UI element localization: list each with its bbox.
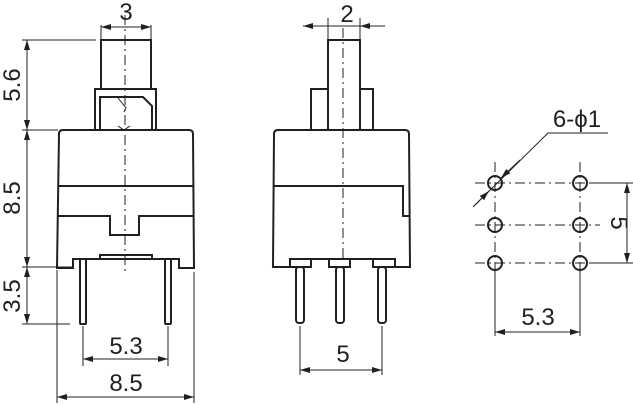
hole — [487, 217, 503, 233]
dim-row-span: 5 — [605, 216, 632, 229]
dim-plunger-width: 3 — [119, 0, 132, 26]
plunger — [100, 39, 152, 90]
dim-body-height: 8.5 — [0, 181, 26, 214]
hole — [487, 255, 503, 271]
dim-pin-span: 5 — [336, 341, 349, 368]
pin-2 — [335, 266, 345, 324]
dim-pin-pitch: 5.3 — [109, 333, 142, 360]
dim-column-pitch: 5.3 — [521, 304, 554, 331]
stem — [327, 39, 361, 131]
hole — [572, 217, 588, 233]
body — [271, 129, 412, 268]
pin-right — [164, 258, 172, 325]
dim-plunger-height: 5.6 — [0, 68, 26, 101]
pin-3 — [377, 266, 387, 324]
dim-stem-width: 2 — [340, 1, 353, 28]
side-view: 2 5 — [271, 1, 412, 375]
hole — [572, 175, 588, 191]
dim-body-width: 8.5 — [109, 370, 142, 397]
hole — [487, 175, 503, 191]
hole-label: 6-ϕ1 — [553, 106, 601, 133]
dim-pin-length: 3.5 — [0, 279, 26, 312]
pcb-hole-layout: 6-ϕ1 5 5.3 — [472, 106, 633, 336]
body — [55, 129, 196, 269]
hole — [572, 255, 588, 271]
pin-1 — [295, 266, 305, 324]
pin-left — [79, 258, 87, 325]
front-view: 3 5.6 8.5 3.5 5.3 8.5 — [0, 0, 196, 403]
